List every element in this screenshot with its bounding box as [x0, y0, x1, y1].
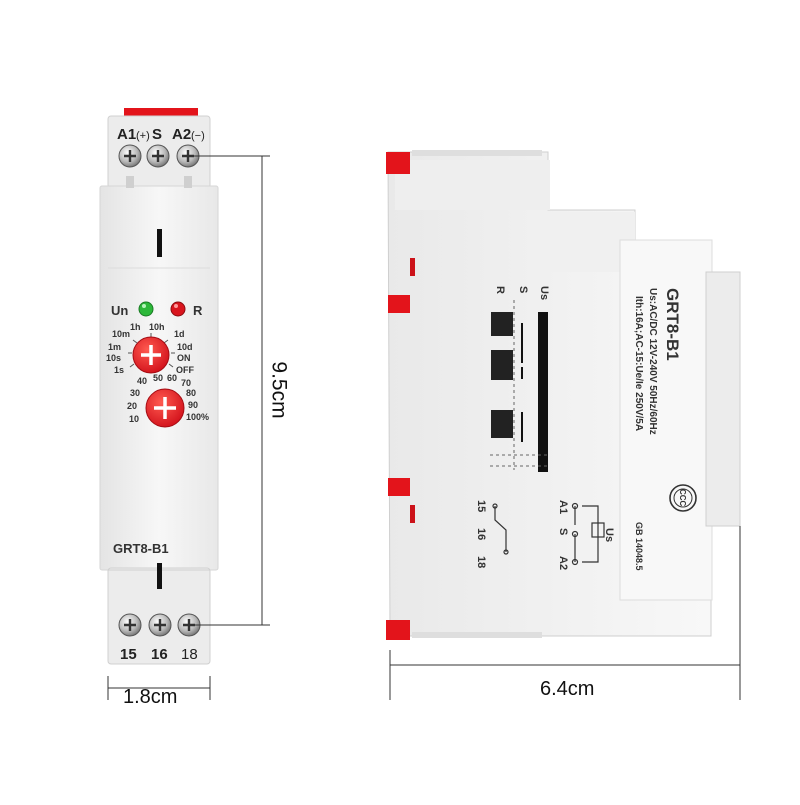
side-spec-line2: Ith:16A;AC-15:Ue/Ie 250V/5A [633, 296, 644, 431]
label-minus: (−) [191, 130, 205, 142]
time-label: 10h [149, 322, 165, 332]
label-a1: A1 [117, 126, 136, 143]
percent-label: 90 [188, 400, 198, 410]
percent-label: 60 [167, 373, 177, 383]
side-view: Us S R 15 16 18 A1 S A2 Us [386, 150, 741, 640]
timing-diagram: Us S R [490, 286, 550, 472]
percent-label: 30 [130, 388, 140, 398]
wiring-label: Us [603, 528, 615, 542]
front-slot-bottom [157, 563, 162, 589]
side-spec-line1: Us:AC/DC 12V-240V 50Hz/60Hz [647, 288, 658, 435]
clip-top-icon [386, 152, 410, 174]
time-label: 10s [106, 353, 121, 363]
percent-label: 20 [127, 401, 137, 411]
ccc-cert-icon: CCC [669, 484, 697, 512]
percent-label: 10 [129, 414, 139, 424]
wiring-label: S [557, 528, 569, 535]
terminal-18-label: 18 [181, 646, 198, 663]
side-model-label: GRT8-B1 [663, 288, 682, 361]
percent-label: 70 [181, 378, 191, 388]
timing-label: R [494, 286, 506, 294]
wiring-label: 18 [475, 556, 487, 568]
percent-label: 100% [186, 412, 209, 422]
screw-16-icon [148, 613, 172, 637]
time-label: 1d [174, 329, 185, 339]
time-label: ON [177, 353, 191, 363]
ccc-cert-text: CCC [678, 489, 687, 507]
percent-knob[interactable] [145, 388, 185, 428]
led-red-icon [170, 301, 186, 317]
clip-bottom-icon [386, 620, 410, 640]
wiring-label: 16 [475, 528, 487, 540]
side-label-panel [619, 239, 713, 601]
percent-label: 40 [137, 376, 147, 386]
time-label: 10m [112, 329, 130, 339]
side-dimension-lines [389, 526, 741, 700]
front-model-label: GRT8-B1 [113, 541, 169, 556]
time-range-labels: 10m 1h 10h 1d 1m 10d 10s ON 1s OFF [106, 322, 194, 375]
side-end-cap [705, 271, 741, 527]
wiring-label: A1 [557, 500, 569, 514]
time-label: 1s [114, 365, 124, 375]
label-s: S [152, 126, 162, 143]
top-screws [118, 144, 200, 168]
label-plus: (+) [136, 130, 150, 142]
height-dimension-label: 9.5cm [267, 361, 291, 419]
front-slot-top [157, 229, 162, 257]
led-r-label: R [193, 303, 203, 318]
bottom-screws [118, 613, 201, 637]
clip-upper-icon [388, 295, 410, 313]
front-view: A1 (+) S A2 (−) Un [99, 108, 219, 665]
spec-text: GRT8-B1 Us:AC/DC 12V-240V 50Hz/60Hz Ith:… [633, 288, 682, 571]
timing-label: Us [538, 286, 550, 300]
led-un-label: Un [111, 303, 128, 318]
depth-dimension-label: 6.4cm [540, 678, 595, 700]
wiring-label: A2 [557, 556, 569, 570]
wiring-label: 15 [475, 500, 487, 512]
time-label: 1h [130, 322, 141, 332]
screw-a1-icon [118, 144, 142, 168]
time-label: 10d [177, 342, 193, 352]
screw-15-icon [118, 613, 142, 637]
width-dimension-label: 1.8cm [123, 686, 178, 708]
screw-s-icon [146, 144, 170, 168]
wiring-diagram: 15 16 18 A1 S A2 Us [475, 500, 615, 570]
clip-lower-icon [388, 478, 410, 496]
percent-label: 80 [186, 388, 196, 398]
led-green-icon [138, 301, 154, 317]
time-range-knob[interactable] [132, 336, 170, 374]
front-dimension-lines [107, 155, 270, 700]
timing-label: S [517, 286, 529, 293]
percent-label: 50 [153, 373, 163, 383]
side-standard-label: GB 14048.5 [634, 522, 644, 571]
time-label: 1m [108, 342, 121, 352]
percent-labels: 40 50 60 70 30 80 20 90 10 100% [127, 373, 209, 424]
terminal-16-label: 16 [151, 646, 168, 663]
time-label: OFF [176, 365, 194, 375]
label-a2: A2 [172, 126, 191, 143]
terminal-15-label: 15 [120, 646, 137, 663]
